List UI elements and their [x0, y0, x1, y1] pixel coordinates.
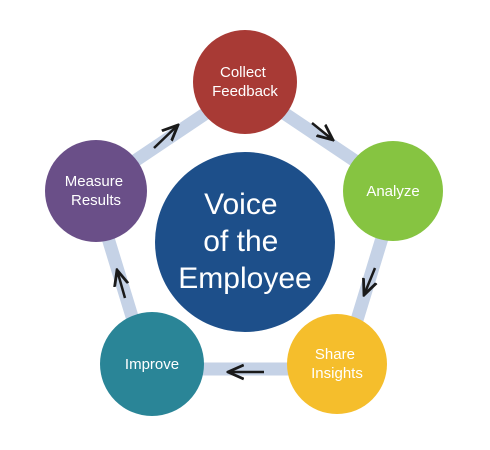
step-measure-results-label: Measure Results	[65, 173, 128, 209]
arrow-collect-to-analyze	[311, 122, 333, 140]
arrow-analyze-to-share	[364, 267, 375, 295]
step-improve-label-line-1: Improve	[125, 356, 179, 373]
center-label-line-1: Voice	[204, 188, 277, 221]
step-collect-feedback-label-line-1: Collect	[220, 64, 267, 81]
center-label-line-3: Employee	[178, 262, 311, 295]
step-share-insights-label-line-1: Share	[315, 346, 355, 363]
step-analyze-label-line-1: Analyze	[366, 183, 419, 200]
center-node: Voice of the Employee	[155, 152, 335, 332]
step-improve: Improve	[100, 312, 204, 416]
step-analyze-circle	[343, 141, 443, 241]
step-collect-feedback: Collect Feedback	[193, 30, 297, 134]
center-label: Voice of the Employee	[178, 188, 311, 295]
step-collect-feedback-label: Collect Feedback	[212, 64, 278, 100]
step-share-insights-label-line-2: Insights	[311, 365, 363, 382]
step-measure-results-circle	[45, 140, 147, 242]
step-measure-results-label-line-2: Results	[71, 192, 121, 209]
center-circle	[155, 152, 335, 332]
cycle-arrows	[117, 122, 375, 372]
arrow-improve-to-measure	[117, 270, 125, 299]
step-analyze-label: Analyze	[366, 183, 419, 200]
step-collect-feedback-circle	[193, 30, 297, 134]
arrow-measure-to-collect	[153, 125, 178, 149]
step-analyze: Analyze	[343, 141, 443, 241]
center-label-line-2: of the	[203, 225, 278, 258]
step-measure-results-label-line-1: Measure	[65, 173, 123, 190]
step-share-insights-label: Share Insights	[311, 346, 363, 382]
step-share-insights-circle	[287, 314, 387, 414]
step-collect-feedback-label-line-2: Feedback	[212, 83, 278, 100]
step-measure-results: Measure Results	[45, 140, 147, 242]
step-improve-label: Improve	[125, 356, 179, 373]
step-improve-circle	[100, 312, 204, 416]
step-share-insights: Share Insights	[287, 314, 387, 414]
